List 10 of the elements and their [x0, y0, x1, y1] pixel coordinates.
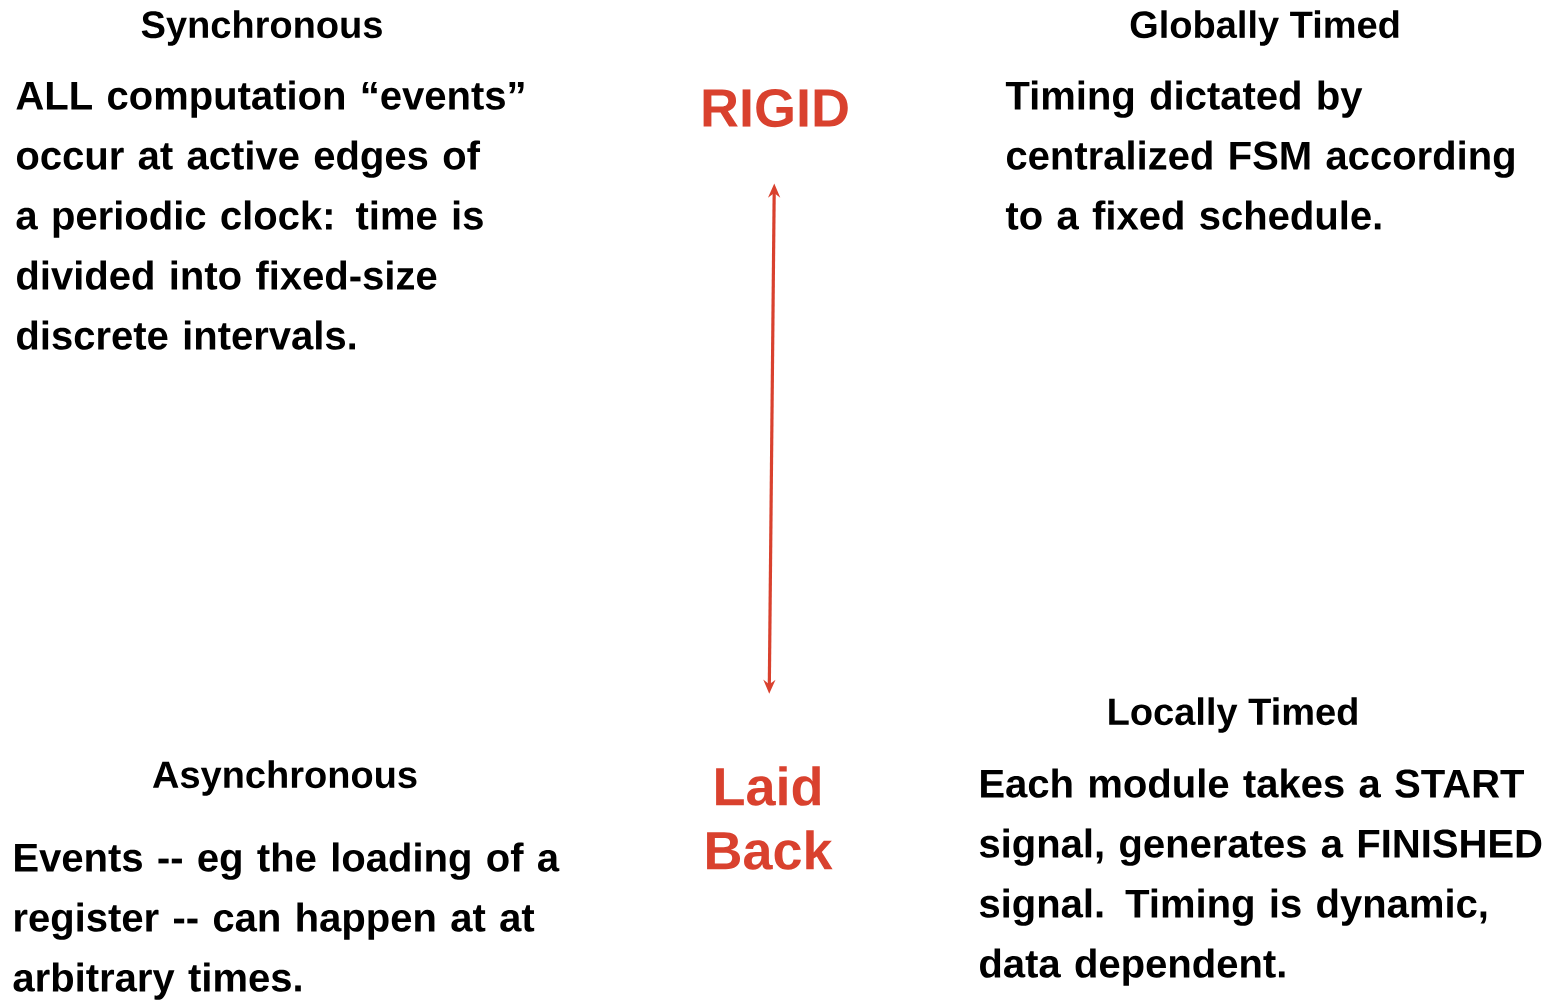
description-text: ALL computation “events” occur at active edges of a periodic clock: time is divided into fixed-size discrete intervals. — [16, 80, 524, 350]
description-text: Each module takes a START signal, generates a FINISHED signal. Timing is dynamic, data dependent. — [979, 768, 1542, 986]
description-text: Events -- eg the loading of a register -- can happen at at arbitrary times. — [13, 842, 560, 1000]
heading: Synchronous — [141, 10, 382, 46]
heading: Asynchronous — [152, 760, 417, 796]
scale-label: Laid Back — [707, 766, 833, 870]
heading: Globally Timed — [1130, 10, 1399, 46]
heading: Locally Timed — [1109, 697, 1357, 733]
scale-label: RIGID — [703, 88, 848, 128]
description-text: Timing dictated by centralized FSM according to a fixed schedule. — [1005, 80, 1514, 230]
